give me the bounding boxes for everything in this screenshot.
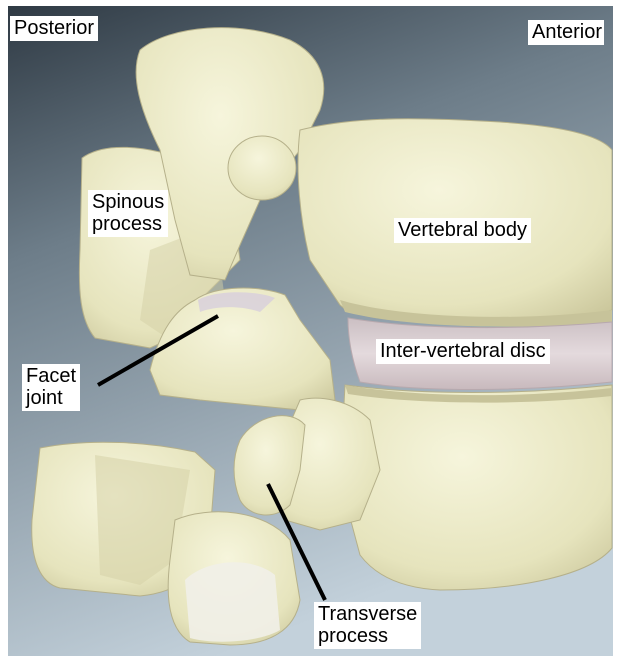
posterior-label: Posterior <box>10 16 98 41</box>
facet-joint-label: Facet joint <box>22 364 80 411</box>
lower-vertebral-body <box>340 385 612 590</box>
vertebral-body-label: Vertebral body <box>394 218 531 243</box>
intervertebral-disc-label: Inter-vertebral disc <box>376 339 550 364</box>
anterior-label: Anterior <box>528 20 604 45</box>
transverse-process-label: Transverse process <box>314 602 421 649</box>
lower-facet-surface <box>185 562 280 641</box>
upper-transverse-knob <box>228 136 296 200</box>
spinous-process-label: Spinous process <box>88 190 168 237</box>
